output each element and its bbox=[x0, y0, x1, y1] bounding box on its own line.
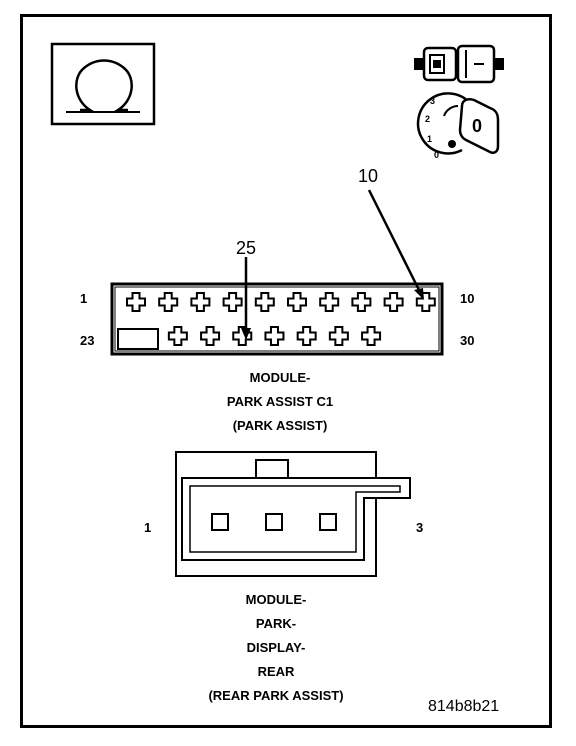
c1-title-line-1: MODULE- bbox=[249, 370, 311, 385]
pin-2 bbox=[158, 292, 179, 312]
rear-pin-label-left: 1 bbox=[144, 520, 152, 535]
connector-icon bbox=[414, 44, 504, 84]
callout-10-label: 10 bbox=[358, 166, 379, 186]
figure-id: 814b8b21 bbox=[428, 698, 500, 715]
pin-27 bbox=[264, 326, 285, 346]
rear-title-line-1: MODULE- bbox=[245, 592, 307, 607]
pin-7 bbox=[319, 292, 340, 312]
pins-bottom-row bbox=[167, 326, 382, 346]
pin-1 bbox=[126, 292, 146, 312]
ignition-position-3: 3 bbox=[430, 96, 436, 106]
diagram-frame bbox=[20, 14, 552, 728]
c1-pin-label-top-left: 1 bbox=[80, 291, 88, 306]
pin-30 bbox=[361, 326, 382, 346]
callout-25-label: 25 bbox=[236, 238, 257, 258]
pin-3 bbox=[190, 292, 211, 312]
rear-title-line-3: DISPLAY- bbox=[246, 640, 306, 655]
ignition-position-0: 0 bbox=[434, 150, 440, 160]
ignition-position-1: 1 bbox=[427, 134, 433, 144]
rear-title-line-4: REAR bbox=[257, 664, 295, 679]
c1-title-line-3: (PARK ASSIST) bbox=[232, 418, 328, 433]
c1-title-line-2: PARK ASSIST C1 bbox=[226, 394, 334, 409]
rear-title-line-5: (REAR PARK ASSIST) bbox=[208, 688, 344, 703]
pin-28 bbox=[296, 326, 317, 346]
connector-rear-body bbox=[175, 451, 411, 577]
pin-9 bbox=[383, 292, 404, 312]
callout-10-leader bbox=[367, 189, 424, 300]
pin-29 bbox=[328, 326, 349, 346]
pin-25 bbox=[200, 326, 221, 346]
pin-10 bbox=[415, 292, 436, 312]
pin-4 bbox=[222, 292, 243, 312]
pin-6 bbox=[287, 292, 307, 312]
pin-5 bbox=[254, 292, 275, 312]
ignition-key-icon bbox=[416, 92, 500, 155]
rear-pin-label-right: 3 bbox=[416, 520, 424, 535]
c1-pin-label-bottom-left: 23 bbox=[80, 333, 95, 348]
c1-pin-label-top-right: 10 bbox=[460, 291, 475, 306]
pin-24 bbox=[167, 326, 188, 346]
pins-top-row bbox=[126, 292, 436, 312]
callout-25-leader bbox=[241, 257, 251, 340]
rear-title-line-2: PARK- bbox=[255, 616, 297, 631]
pin-8 bbox=[351, 292, 372, 312]
c1-pin-label-bottom-right: 30 bbox=[460, 333, 475, 348]
ignition-position-2: 2 bbox=[425, 114, 431, 124]
ignition-key-label: 0 bbox=[472, 116, 483, 136]
omega-icon bbox=[50, 42, 156, 126]
